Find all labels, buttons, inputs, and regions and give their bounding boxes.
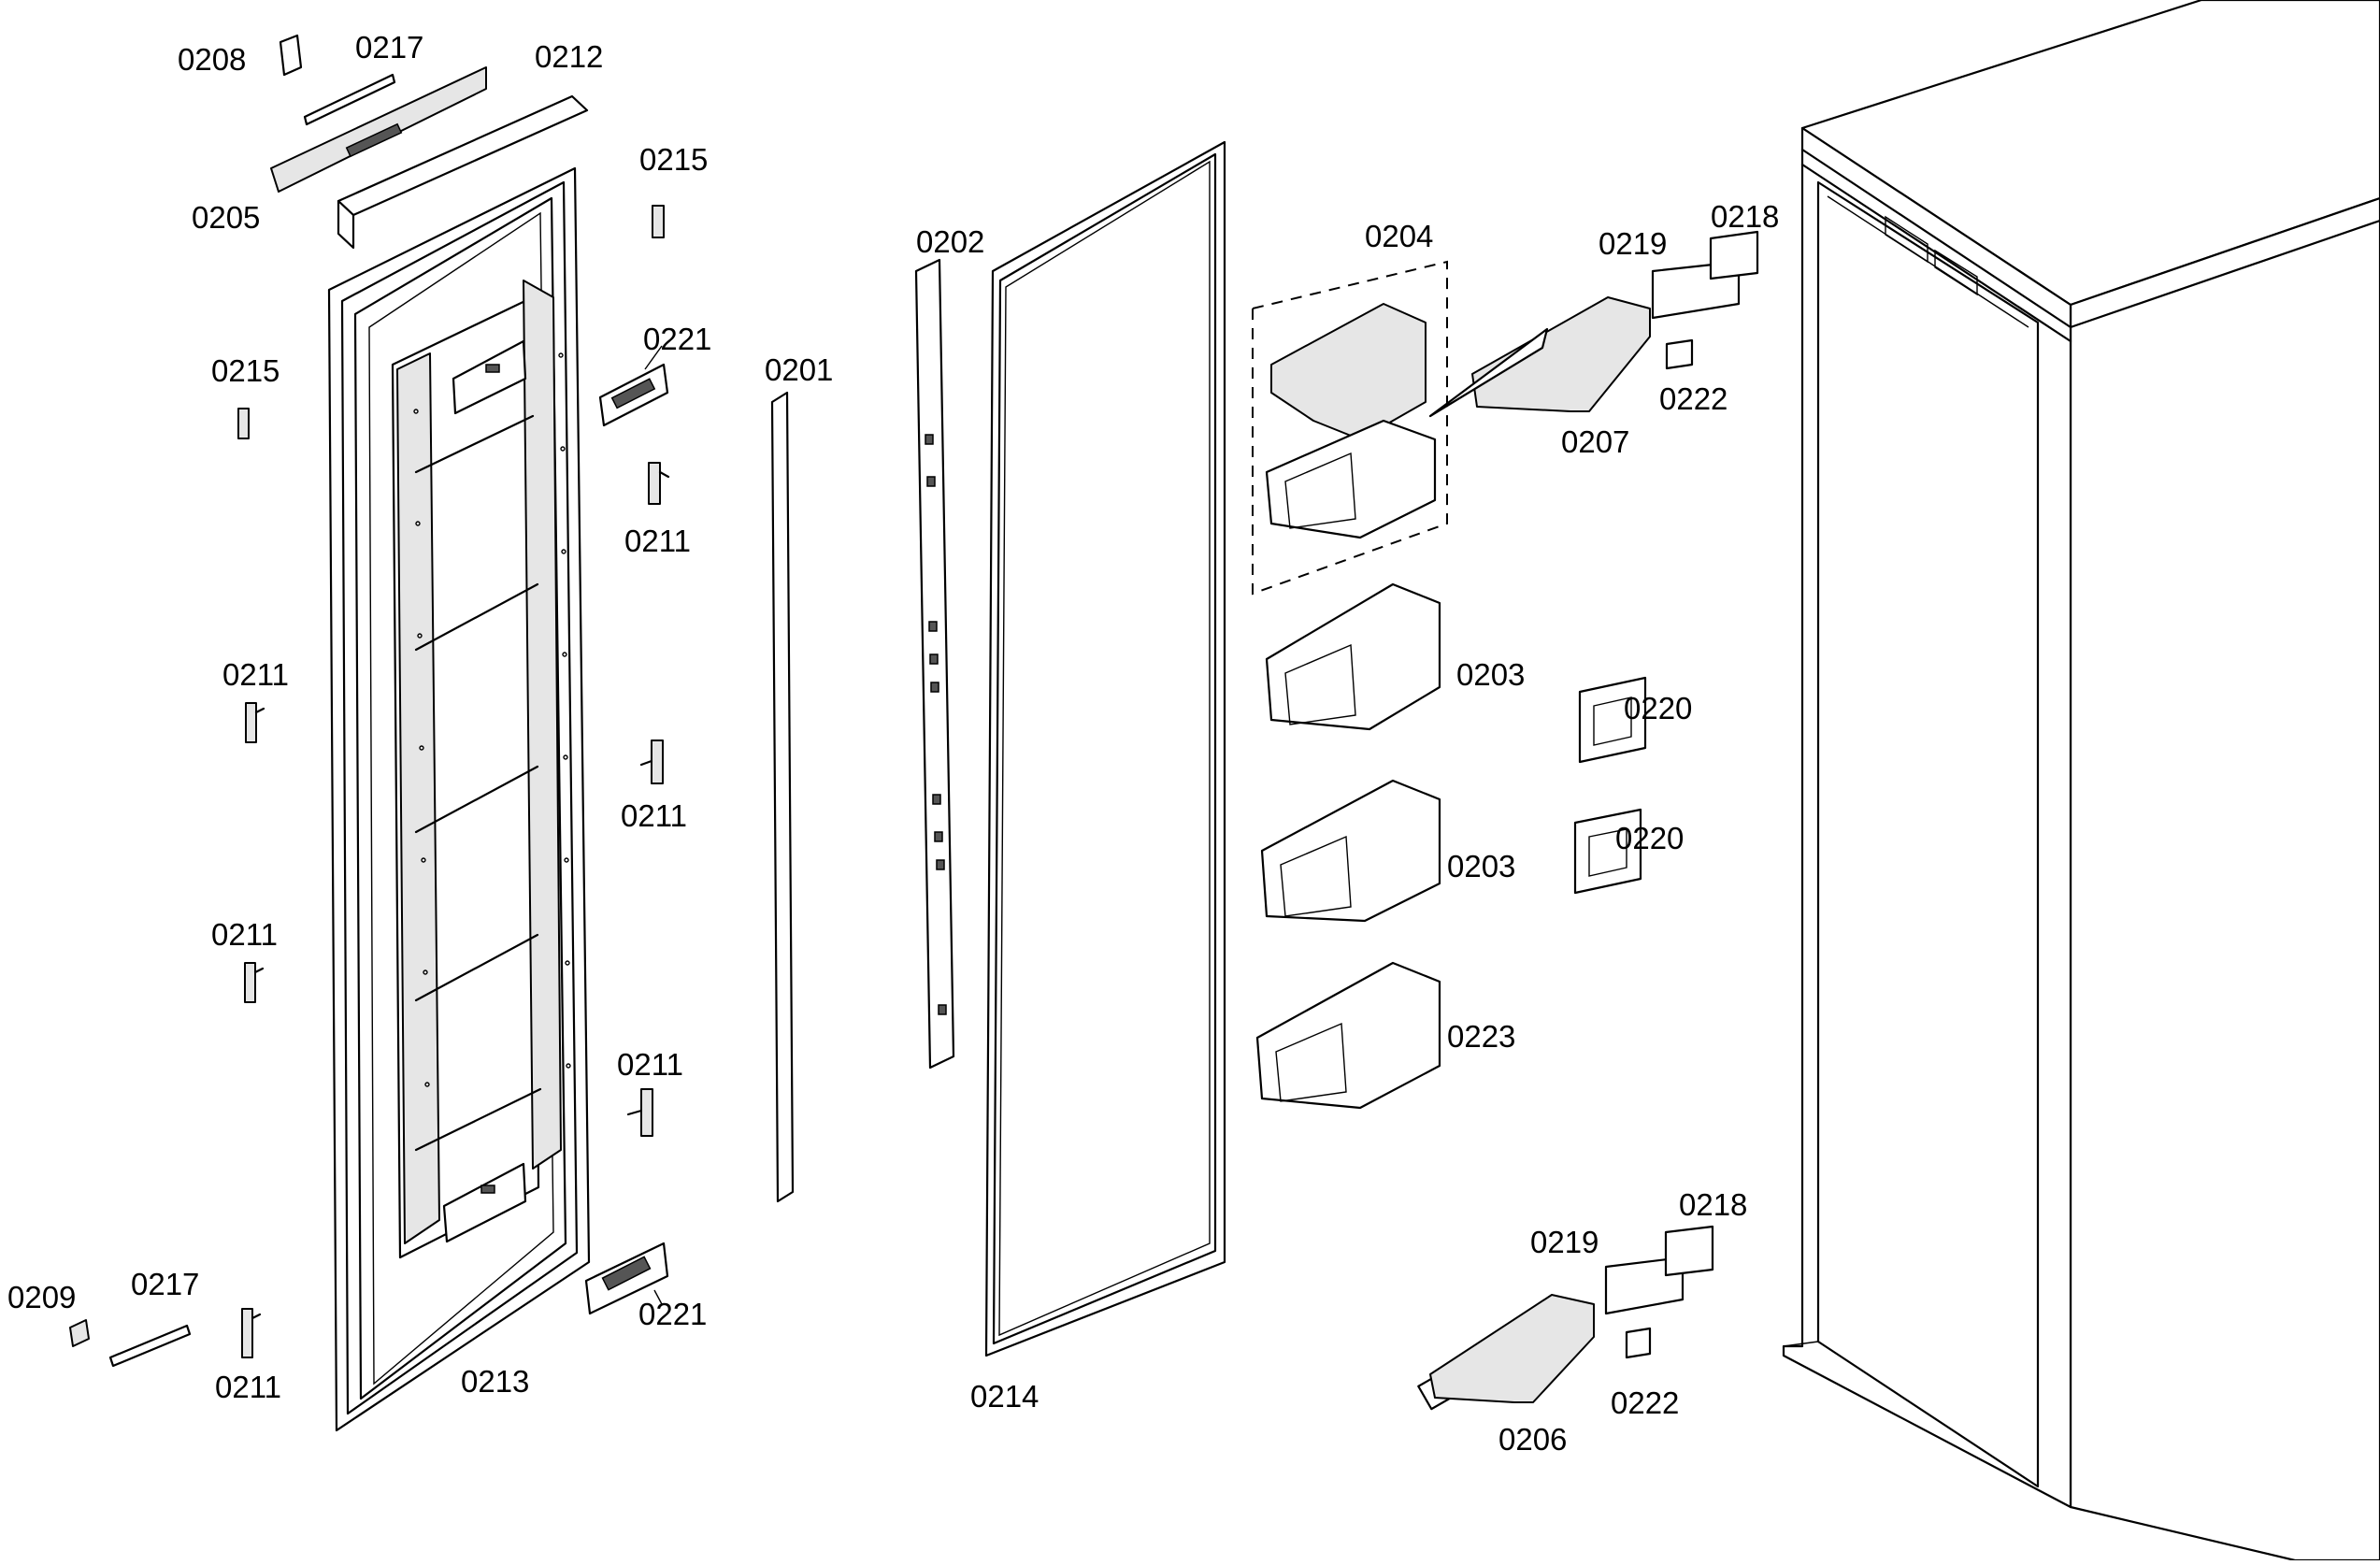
label-0218-top: 0218 bbox=[1711, 199, 1779, 234]
label-0211-d: 0211 bbox=[211, 917, 278, 952]
label-0208: 0208 bbox=[178, 42, 246, 77]
freezer-baskets bbox=[1252, 260, 1448, 1110]
refrigerator-cabinet bbox=[1782, 0, 2380, 1562]
label-0209: 0209 bbox=[7, 1280, 76, 1314]
top-trim-parts bbox=[270, 34, 589, 250]
door-clips bbox=[69, 205, 670, 1368]
label-0217-bottom: 0217 bbox=[131, 1267, 199, 1301]
label-0220-b: 0220 bbox=[1615, 821, 1684, 855]
label-0214: 0214 bbox=[970, 1379, 1039, 1414]
label-0211-a: 0211 bbox=[624, 524, 691, 558]
label-0218-bottom: 0218 bbox=[1679, 1187, 1747, 1222]
door-bins bbox=[584, 363, 669, 1315]
part-labels: 0208 0217 0212 0205 0215 0215 0221 0211 … bbox=[7, 30, 1779, 1457]
label-0207: 0207 bbox=[1561, 424, 1629, 459]
label-0222-top: 0222 bbox=[1659, 381, 1728, 416]
label-0222-bottom: 0222 bbox=[1611, 1386, 1679, 1420]
label-0203-a: 0203 bbox=[1456, 657, 1525, 692]
label-0203-b: 0203 bbox=[1447, 849, 1515, 883]
label-0215-right: 0215 bbox=[639, 142, 708, 177]
label-0206: 0206 bbox=[1498, 1422, 1567, 1457]
label-0219-top: 0219 bbox=[1599, 226, 1667, 261]
door-strips bbox=[770, 258, 955, 1203]
label-0212: 0212 bbox=[535, 39, 603, 74]
label-0201: 0201 bbox=[765, 352, 833, 387]
label-0217-top: 0217 bbox=[355, 30, 423, 65]
label-0213: 0213 bbox=[461, 1364, 529, 1399]
label-0219-bottom: 0219 bbox=[1530, 1225, 1599, 1259]
label-0204: 0204 bbox=[1365, 219, 1433, 253]
door-panel bbox=[327, 166, 591, 1432]
label-0211-b: 0211 bbox=[222, 657, 289, 692]
label-0221-bottom: 0221 bbox=[638, 1297, 707, 1331]
label-0221-top: 0221 bbox=[643, 322, 711, 356]
leader-lines bbox=[644, 345, 663, 1305]
label-0211-f: 0211 bbox=[215, 1370, 281, 1404]
label-0223: 0223 bbox=[1447, 1019, 1515, 1054]
label-0205: 0205 bbox=[192, 200, 260, 235]
label-0211-e: 0211 bbox=[617, 1047, 683, 1082]
label-0220-a: 0220 bbox=[1624, 691, 1692, 725]
label-0202: 0202 bbox=[916, 224, 984, 259]
hinge-parts bbox=[1417, 230, 1759, 1411]
side-brackets bbox=[1573, 676, 1647, 895]
label-0211-c: 0211 bbox=[621, 798, 687, 833]
label-0215-left: 0215 bbox=[211, 353, 280, 388]
door-gasket bbox=[984, 140, 1226, 1357]
